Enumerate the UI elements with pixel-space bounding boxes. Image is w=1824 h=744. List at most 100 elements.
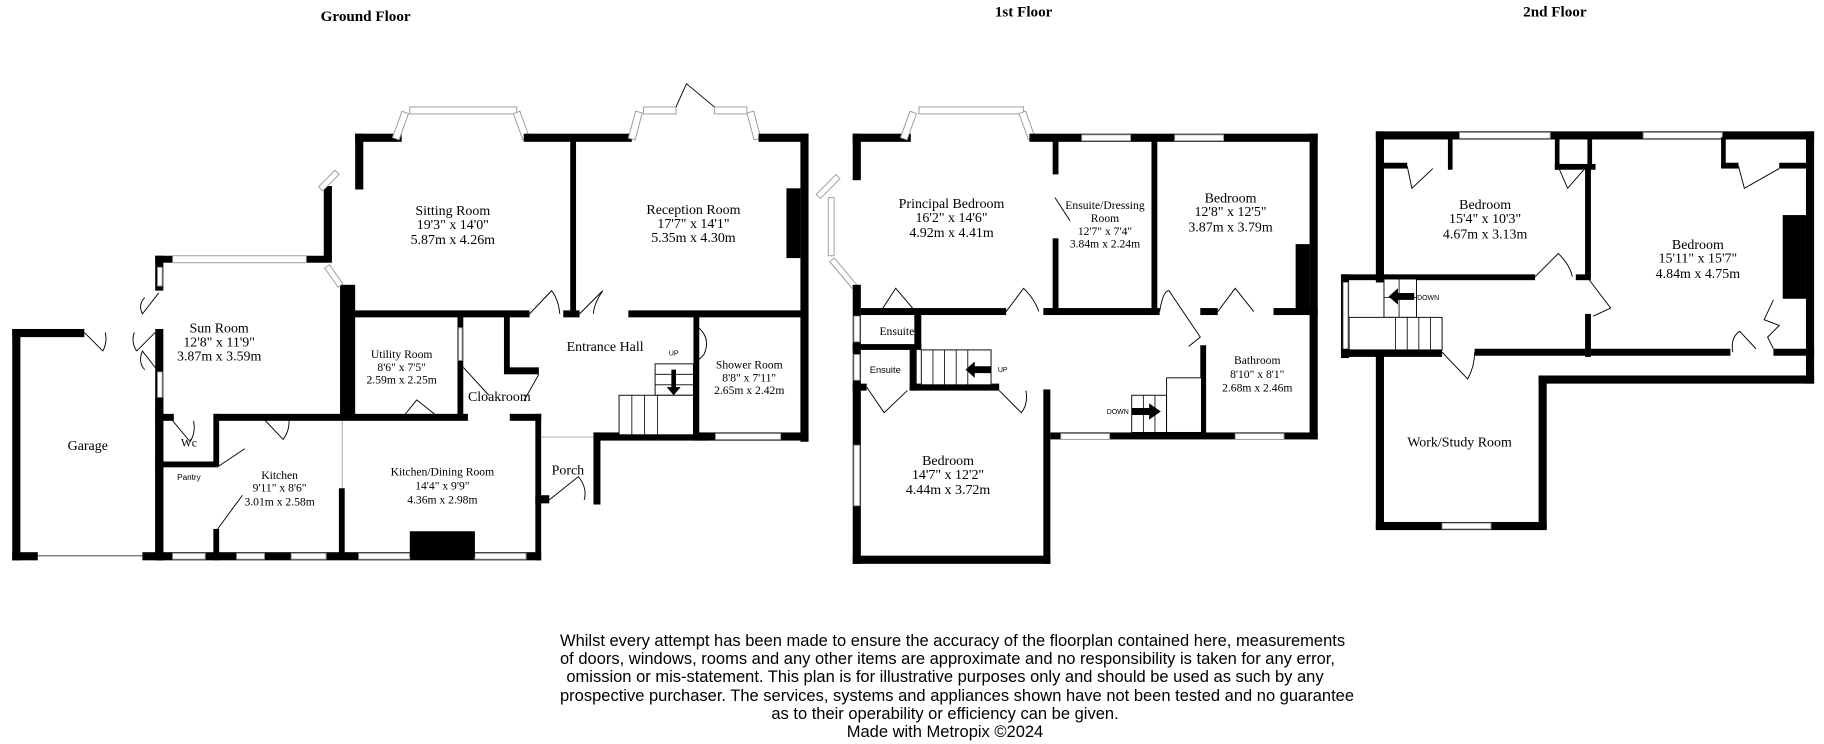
stairs-down-label: DOWN xyxy=(1417,295,1439,302)
room-ensuite: Ensuite xyxy=(870,365,901,375)
window xyxy=(1234,433,1285,440)
room-dim-metric: 4.67m x 3.13m xyxy=(1443,227,1528,242)
utility-door xyxy=(401,399,441,419)
room-dim-metric: 5.87m x 4.26m xyxy=(411,233,496,248)
window xyxy=(391,110,410,141)
room-sitting-room: Sitting Room 19'3" x 14'0" 5.87m x 4.26m xyxy=(411,204,496,248)
room-sun-room: Sun Room 12'8" x 11'9" 3.87m x 3.59m xyxy=(177,321,262,364)
wall xyxy=(216,413,341,421)
disclaimer-line: as to their operability or efficiency ca… xyxy=(771,704,1119,723)
garage-double-door xyxy=(83,332,156,352)
arrow-left-icon xyxy=(1388,288,1415,305)
wall xyxy=(1151,139,1158,314)
stairs-up-label: UP xyxy=(669,351,679,358)
wall xyxy=(1340,274,1536,281)
wall xyxy=(800,133,809,442)
room-name: Ensuite/Dressing xyxy=(1065,199,1145,212)
room-dim-imperial: 12'8" x 11'9" xyxy=(183,335,255,350)
window xyxy=(1441,522,1492,530)
room-dim-metric: 4.84m x 4.75m xyxy=(1656,267,1741,282)
room-bedroom-right: Bedroom 15'11" x 15'7" 4.84m x 4.75m xyxy=(1656,238,1741,282)
bedroom-door xyxy=(1534,252,1612,317)
room-pantry: Pantry xyxy=(177,473,201,482)
window xyxy=(236,552,265,560)
room-dim-imperial: 14'4" x 9'9" xyxy=(415,479,470,492)
room-dim-metric: 5.35m x 4.30m xyxy=(651,231,736,246)
room-dim-metric: 4.92m x 4.41m xyxy=(909,226,994,241)
window xyxy=(713,106,748,115)
room-dim-metric: 3.01m x 2.58m xyxy=(244,496,314,509)
wall xyxy=(852,133,911,142)
room-name-line2: Room xyxy=(1091,212,1119,225)
room-name: Bathroom xyxy=(1234,354,1280,367)
sun-room-door xyxy=(140,292,160,373)
wall xyxy=(1585,313,1591,357)
wall xyxy=(503,367,539,375)
wall xyxy=(340,310,530,318)
arrow-down-icon xyxy=(666,369,681,396)
dressing-room-door xyxy=(1054,197,1071,222)
wall xyxy=(155,413,174,421)
wall xyxy=(1029,133,1318,142)
wall xyxy=(457,316,464,419)
window xyxy=(172,552,206,560)
staircase xyxy=(920,349,1202,433)
cupboard-door xyxy=(1406,166,1434,190)
wall xyxy=(1200,308,1218,316)
window xyxy=(317,169,340,192)
wall xyxy=(1575,274,1591,281)
room-bathroom: Bathroom 8'10" x 8'1" 2.68m x 2.46m xyxy=(1222,354,1292,395)
room-dim-imperial: 12'8" x 12'5" xyxy=(1194,205,1266,220)
room-name: Sitting Room xyxy=(415,204,490,219)
wall xyxy=(12,328,21,561)
room-dim-imperial: 9'11" x 8'6" xyxy=(253,482,307,495)
window xyxy=(1060,433,1111,440)
room-dim-metric: 2.59m x 2.25m xyxy=(367,374,437,387)
room-name: Utility Room xyxy=(371,348,433,361)
room-cloakroom: Cloakroom xyxy=(468,390,531,405)
wall xyxy=(1309,133,1318,440)
room-name: Bedroom xyxy=(1205,191,1257,206)
wall xyxy=(1538,375,1815,384)
stairs-down-label: DOWN xyxy=(1107,409,1129,416)
ground-floor-title: Ground Floor xyxy=(321,9,411,25)
fireplace xyxy=(409,531,475,557)
room-utility-room: Utility Room 8'6" x 7'5" 2.59m x 2.25m xyxy=(367,348,437,387)
fireplace xyxy=(1295,244,1310,312)
wall xyxy=(338,488,345,558)
cloakroom-door xyxy=(462,367,540,402)
wall xyxy=(1538,375,1547,529)
room-name: Bedroom xyxy=(922,454,974,469)
room-name: Kitchen xyxy=(261,469,298,482)
wall xyxy=(355,133,402,142)
wall xyxy=(593,432,601,505)
arrow-right-icon xyxy=(1131,403,1161,420)
room-bedroom-front: Bedroom 12'8" x 12'5" 3.87m x 3.79m xyxy=(1188,191,1273,235)
wall xyxy=(535,413,542,561)
wall xyxy=(155,461,217,468)
window xyxy=(172,255,307,264)
wall xyxy=(355,133,364,190)
room-name: Bedroom xyxy=(1459,198,1511,213)
room-dim-metric: 4.36m x 2.98m xyxy=(407,493,477,506)
window xyxy=(458,327,463,361)
room-shower-room: Shower Room 8'8" x 7'11" 2.65m x 2.42m xyxy=(714,359,784,398)
room-work-study: Work/Study Room xyxy=(1407,435,1512,450)
room-name: Sun Room xyxy=(190,321,249,336)
room-bedroom-rear: Bedroom 14'7" x 12'2" 4.44m x 3.72m xyxy=(906,454,991,498)
window xyxy=(627,110,643,141)
stairs-up-label: UP xyxy=(998,367,1008,374)
wall xyxy=(12,552,38,561)
room-wc: Wc xyxy=(181,436,197,449)
room-dim-imperial: 15'4" x 10'3" xyxy=(1449,212,1521,227)
wall xyxy=(1375,348,1384,529)
wall xyxy=(852,284,861,564)
wall xyxy=(1721,162,1739,169)
room-name: Reception Room xyxy=(646,203,740,218)
wall xyxy=(340,413,468,421)
fireplace xyxy=(1782,215,1806,299)
ensuite-door xyxy=(866,386,1027,414)
bedroom-door xyxy=(880,287,1040,312)
room-dim-imperial: 8'6" x 7'5" xyxy=(377,361,426,374)
window xyxy=(1081,134,1132,142)
